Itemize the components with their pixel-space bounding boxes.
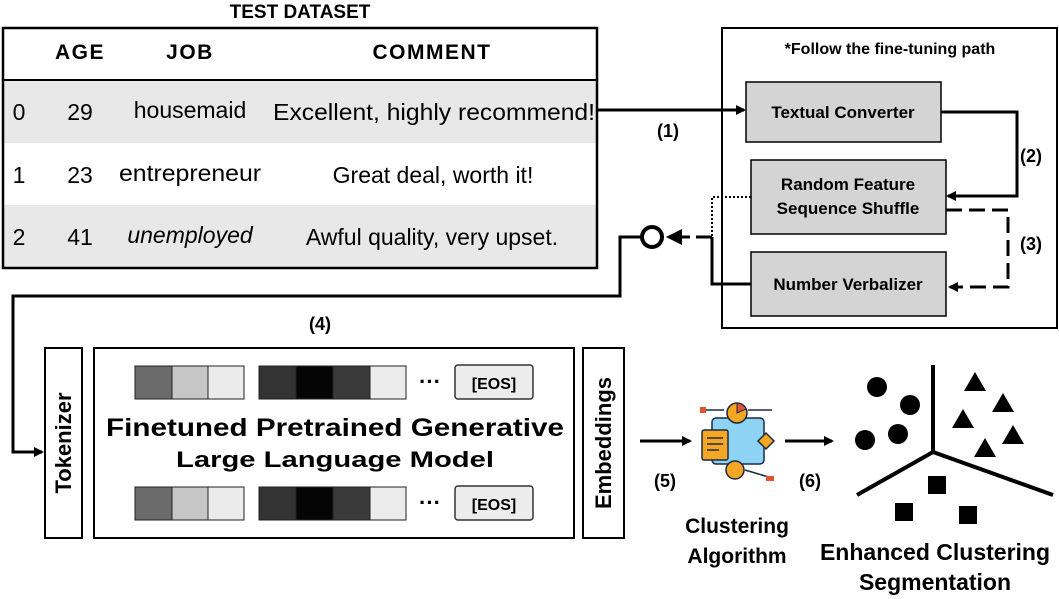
dataset-title: TEST DATASET — [230, 2, 371, 23]
clustering-label-line1: Clustering — [685, 515, 789, 538]
verbalizer-output-line — [710, 237, 751, 286]
eos-token-label: [EOS] — [472, 497, 516, 514]
step-4-label: (4) — [309, 314, 331, 334]
row-comment: Excellent, highly recommend! — [273, 99, 595, 125]
result-label-line1: Enhanced Clustering — [820, 539, 1050, 565]
cluster-triangle — [952, 409, 974, 428]
eos-token — [454, 364, 534, 400]
token — [258, 365, 297, 400]
cluster-triangle — [974, 438, 996, 457]
segment-divider — [932, 450, 1054, 497]
header-age: AGE — [55, 41, 105, 64]
token — [171, 486, 209, 521]
merge-node-circle — [640, 225, 664, 249]
cluster-square — [895, 503, 913, 521]
token — [134, 365, 173, 400]
cluster-triangle — [964, 372, 986, 391]
step-5-label: (5) — [654, 471, 676, 491]
token — [332, 486, 371, 521]
shuffle-label-line1: Random Feature — [781, 175, 915, 194]
cluster-circle — [900, 395, 920, 415]
row-index: 2 — [13, 224, 26, 250]
llm-box: ··· [EOS] Finetuned Pretrained Generativ… — [93, 347, 575, 539]
model-title-line2: Large Language Model — [176, 447, 494, 472]
step-2-label: (2) — [1020, 146, 1042, 166]
row-shade — [3, 205, 597, 268]
textual-converter-box — [745, 81, 942, 143]
token — [295, 365, 334, 400]
token — [171, 365, 209, 400]
result-label-line2: Segmentation — [859, 569, 1011, 595]
clustering-algorithm-icon — [700, 402, 776, 481]
eos-token-label: [EOS] — [472, 376, 516, 393]
arrow-step-2 — [941, 110, 1019, 201]
segment-divider — [856, 450, 934, 497]
row-job: entrepreneur — [119, 160, 261, 186]
cluster-square — [928, 476, 946, 494]
dataset-table: AGE JOB COMMENT 0 29 housemaid Excellent… — [1, 26, 599, 270]
number-verbalizer-label: Number Verbalizer — [773, 275, 923, 294]
cluster-circle — [855, 430, 875, 450]
token — [332, 365, 371, 400]
row-shade — [3, 80, 597, 143]
tokenizer-label: Tokenizer — [51, 392, 76, 494]
table-row: 1 23 entrepreneur Great deal, worth it! — [13, 160, 534, 188]
token-ellipsis: ··· — [419, 490, 441, 515]
cluster-segmentation-graphic — [855, 365, 1054, 524]
table-row: 0 29 housemaid Excellent, highly recomme… — [13, 97, 595, 125]
header-comment: COMMENT — [373, 41, 492, 64]
number-verbalizer-box — [750, 251, 947, 317]
row-age: 29 — [67, 99, 93, 125]
model-title-line1: Finetuned Pretrained Generative — [106, 414, 564, 442]
clustering-label-line2: Algorithm — [687, 545, 786, 568]
eos-token — [454, 485, 534, 521]
row-index: 0 — [13, 99, 26, 125]
header-job: JOB — [166, 41, 214, 64]
embeddings-label: Embeddings — [591, 377, 616, 509]
row-job: unemployed — [127, 222, 254, 248]
row-comment: Great deal, worth it! — [333, 162, 534, 188]
step-1-label: (1) — [657, 121, 679, 141]
row-index: 1 — [13, 162, 26, 188]
cluster-square — [959, 506, 977, 524]
token — [207, 486, 245, 521]
table-row: 2 41 unemployed Awful quality, very upse… — [13, 222, 559, 250]
random-feature-shuffle-box — [750, 159, 947, 235]
tokenizer-box — [44, 347, 83, 539]
step-3-label: (3) — [1020, 234, 1042, 254]
arrow-step-4 — [11, 235, 642, 457]
fine-tuning-path-panel: *Follow the fine-tuning path Textual Con… — [721, 27, 1058, 329]
token-ellipsis: ··· — [419, 369, 441, 394]
output-token-row: ··· [EOS] — [134, 485, 534, 521]
step-6-label: (6) — [799, 471, 821, 491]
token — [369, 365, 407, 400]
row-comment: Awful quality, very upset. — [306, 224, 558, 250]
embeddings-box — [582, 347, 625, 539]
textual-converter-label: Textual Converter — [771, 103, 915, 122]
arrow-step-3 — [946, 208, 1010, 292]
row-age: 23 — [67, 162, 93, 188]
cluster-circle — [867, 377, 887, 397]
cluster-triangle — [1002, 425, 1024, 444]
token — [134, 486, 173, 521]
token — [369, 486, 407, 521]
input-token-row: ··· [EOS] — [134, 364, 534, 400]
token — [207, 365, 245, 400]
row-job: housemaid — [134, 97, 247, 123]
shuffle-label-line2: Sequence Shuffle — [777, 199, 920, 218]
cluster-circle — [888, 424, 908, 444]
token — [258, 486, 297, 521]
cluster-triangle — [992, 393, 1014, 412]
panel-title: *Follow the fine-tuning path — [785, 41, 996, 58]
token — [295, 486, 334, 521]
row-age: 41 — [67, 224, 93, 250]
shuffle-output-dotted-line — [711, 196, 751, 237]
